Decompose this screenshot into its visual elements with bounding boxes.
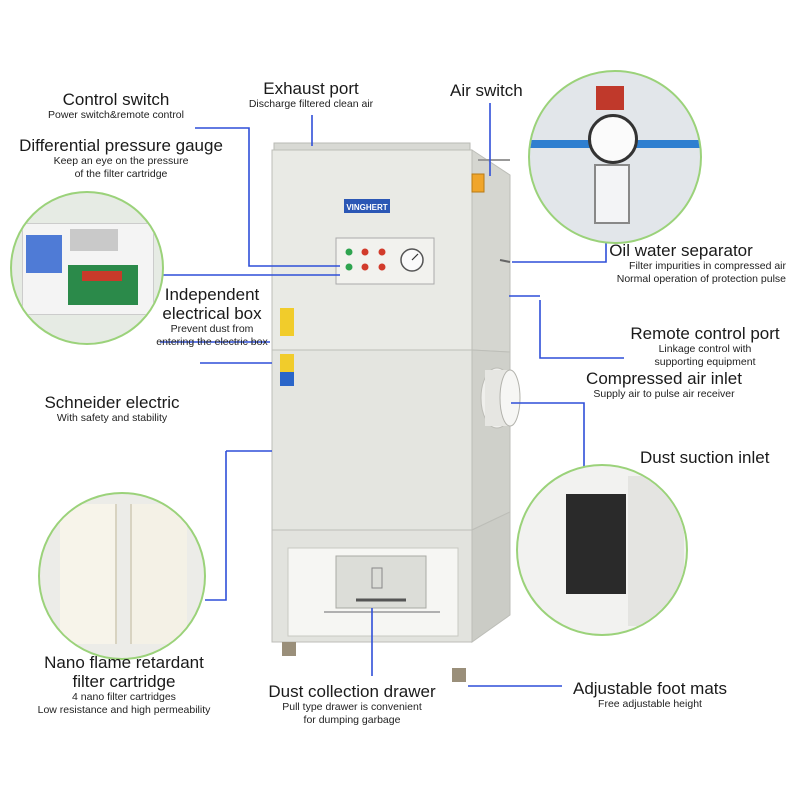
- oil-water-separator-detail-image: [528, 70, 702, 244]
- label-dust-suction-inlet: Dust suction inlet: [640, 448, 769, 467]
- differential-gauge-desc-2: of the filter cartridge: [74, 168, 168, 180]
- electrical-box-desc-2: entering the electric box: [156, 336, 268, 348]
- dust-drawer-desc-2: for dumping garbage: [303, 714, 401, 726]
- compressed-air-title: Compressed air inlet: [586, 369, 742, 388]
- brand-logo: VINGHERT: [346, 203, 387, 212]
- oil-water-desc-1: Filter impurities in compressed air: [629, 260, 786, 272]
- remote-port-title: Remote control port: [630, 324, 780, 343]
- dust-drawer-title: Dust collection drawer: [268, 682, 436, 701]
- exhaust-port-desc: Discharge filtered clean air: [248, 98, 374, 110]
- oil-water-title: Oil water separator: [609, 241, 753, 260]
- electrical-box-desc-1: Prevent dust from: [170, 323, 254, 335]
- label-differential-pressure-gauge: Differential pressure gauge Keep an eye …: [8, 136, 234, 181]
- label-filter-cartridge: Nano flame retardant filter cartridge 4 …: [22, 653, 226, 717]
- filter-cartridge-desc-1: 4 nano filter cartridges: [72, 691, 176, 703]
- electrical-box-detail-image: [10, 191, 164, 345]
- filter-cartridge-title-1: Nano flame retardant: [44, 653, 204, 672]
- schneider-title: Schneider electric: [44, 393, 180, 412]
- leader-lines: [150, 103, 624, 687]
- differential-gauge-title: Differential pressure gauge: [19, 136, 223, 155]
- dust-drawer-desc-1: Pull type drawer is convenient: [282, 701, 422, 713]
- foot-mats-desc: Free adjustable height: [598, 698, 702, 710]
- filter-cartridge-detail-image: [38, 492, 206, 660]
- control-switch-title: Control switch: [62, 90, 170, 109]
- label-control-switch: Control switch Power switch&remote contr…: [38, 90, 194, 122]
- differential-gauge-desc-1: Keep an eye on the pressure: [53, 155, 189, 167]
- dust-suction-title: Dust suction inlet: [640, 448, 770, 467]
- label-air-switch: Air switch: [450, 81, 523, 100]
- label-dust-collection-drawer: Dust collection drawer Pull type drawer …: [258, 682, 446, 727]
- label-oil-water-separator: Oil water separator Filter impurities in…: [576, 241, 786, 286]
- remote-port-desc-1: Linkage control with: [658, 343, 752, 355]
- control-switch-desc: Power switch&remote control: [48, 109, 184, 121]
- label-schneider-electric: Schneider electric With safety and stabi…: [28, 393, 196, 425]
- schneider-desc: With safety and stability: [56, 412, 168, 424]
- filter-cartridge-desc-2: Low resistance and high permeability: [37, 704, 211, 716]
- electrical-box-title-2: electrical box: [162, 304, 262, 323]
- dust-suction-inlet-detail-image: [516, 464, 688, 636]
- label-electrical-box: Independent electrical box Prevent dust …: [146, 285, 278, 349]
- foot-mats-title: Adjustable foot mats: [572, 679, 728, 698]
- oil-water-desc-2: Normal operation of protection pulse: [616, 273, 786, 285]
- compressed-air-desc: Supply air to pulse air receiver: [593, 388, 735, 400]
- exhaust-port-title: Exhaust port: [263, 79, 359, 98]
- label-remote-control-port: Remote control port Linkage control with…: [620, 324, 790, 369]
- label-exhaust-port: Exhaust port Discharge filtered clean ai…: [236, 79, 386, 111]
- label-compressed-air-inlet: Compressed air inlet Supply air to pulse…: [566, 369, 762, 401]
- air-switch-title: Air switch: [450, 81, 523, 100]
- filter-cartridge-title-2: filter cartridge: [72, 672, 176, 691]
- electrical-box-title-1: Independent: [164, 285, 260, 304]
- label-adjustable-foot-mats: Adjustable foot mats Free adjustable hei…: [560, 679, 740, 711]
- dust-collector-cabinet: [271, 142, 521, 682]
- remote-port-desc-2: supporting equipment: [654, 356, 756, 368]
